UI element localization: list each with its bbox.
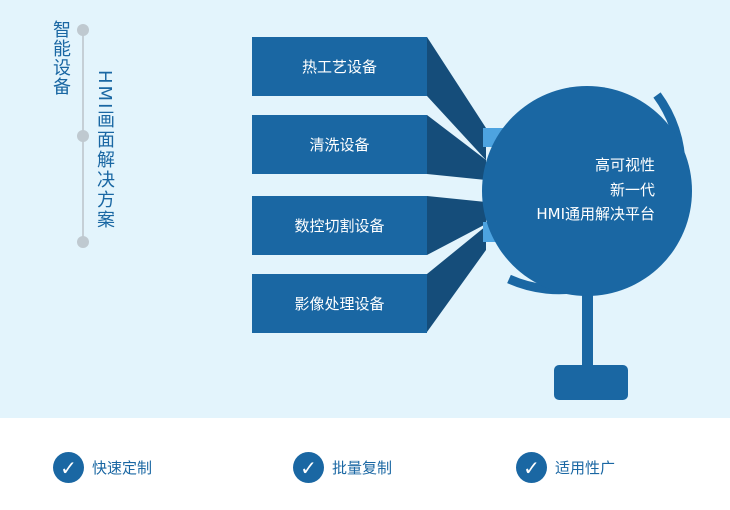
- check-icon: ✓: [53, 452, 84, 483]
- feature-item: ✓ 批量复制: [293, 452, 392, 483]
- feature-item: ✓ 适用性广: [516, 452, 615, 483]
- globe: [482, 86, 692, 296]
- label-smart-devices: 智能设备: [50, 20, 71, 96]
- device-box: 清洗设备: [252, 115, 427, 174]
- feature-label: 快速定制: [92, 459, 153, 477]
- feature-label: 批量复制: [332, 459, 393, 477]
- globe-text: HMI通用解决平台: [536, 205, 655, 223]
- globe-stand: [582, 295, 593, 367]
- connector: [427, 37, 486, 160]
- globe-text: 高可视性: [594, 156, 655, 174]
- connector: [427, 115, 486, 180]
- connector: [427, 196, 486, 255]
- device-box: 数控切割设备: [252, 196, 427, 255]
- feature-item: ✓ 快速定制: [53, 452, 152, 483]
- label-hmi-solution: HMI画面解决方案: [94, 70, 115, 231]
- globe-text: 新一代: [609, 181, 655, 199]
- feature-label: 适用性广: [555, 459, 616, 477]
- timeline-dot: [77, 130, 89, 142]
- device-box: 影像处理设备: [252, 274, 427, 333]
- timeline-dot: [77, 236, 89, 248]
- check-icon: ✓: [516, 452, 547, 483]
- connector: [427, 226, 486, 332]
- diagram-graphics: [77, 24, 692, 400]
- check-icon: ✓: [293, 452, 324, 483]
- device-box: 热工艺设备: [252, 37, 427, 96]
- globe-base: [554, 365, 628, 400]
- timeline-dot: [77, 24, 89, 36]
